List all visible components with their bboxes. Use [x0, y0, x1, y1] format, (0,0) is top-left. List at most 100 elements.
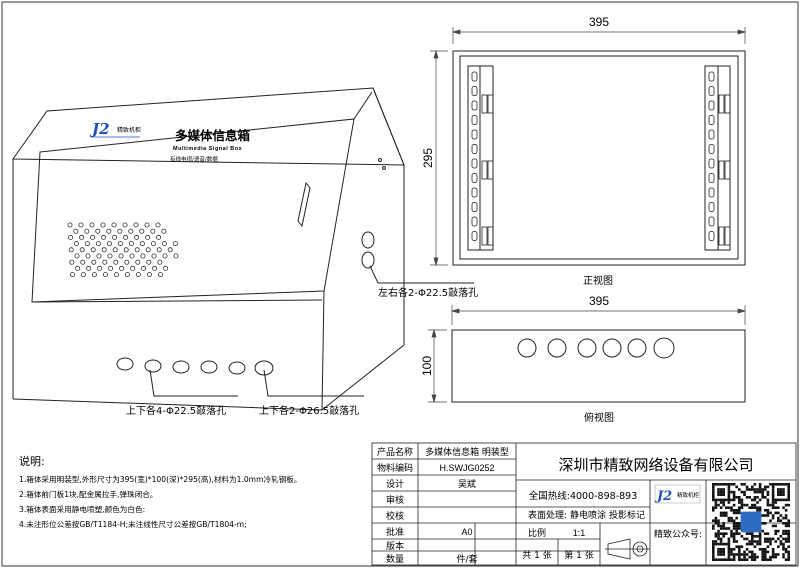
tb-scale-label: 比例: [528, 527, 546, 539]
bracket-cutout: [718, 226, 725, 246]
vent-hole: [123, 234, 129, 240]
vent-hole: [78, 222, 84, 228]
vent-hole-grid: [67, 222, 179, 278]
box-logo-text: 精致机柜: [117, 126, 141, 134]
vent-hole: [133, 222, 139, 228]
front-height-value: 295: [421, 148, 435, 168]
bracket-cutout: [724, 160, 731, 180]
vent-hole: [119, 265, 125, 271]
vent-hole: [122, 222, 128, 228]
vent-hole: [113, 259, 119, 265]
leader-bottom-small: [149, 369, 238, 397]
projection-symbol-icon: [605, 538, 650, 560]
vent-hole: [161, 228, 167, 234]
vent-hole: [100, 222, 106, 228]
tb-material-code-label: 物料编码: [377, 462, 413, 474]
vent-hole: [156, 234, 162, 240]
bracket-slot: [471, 202, 478, 212]
vent-hole: [130, 265, 136, 271]
bottom-hole-1: [116, 357, 134, 371]
bottom-hole-3: [172, 360, 190, 374]
vent-hole: [68, 247, 74, 253]
bracket-slot: [708, 144, 715, 154]
vent-hole: [134, 234, 140, 240]
tb-hotline: 全国热线:4000-898-893: [529, 490, 638, 502]
bracket-slot: [471, 86, 478, 96]
bracket-slot: [471, 71, 478, 82]
vent-hole: [163, 265, 169, 271]
vent-hole: [91, 272, 97, 278]
vent-hole: [173, 253, 179, 259]
bracket-cutout: [487, 160, 494, 180]
tb-projection-label: 投影标记: [609, 509, 645, 521]
vent-hole: [113, 272, 119, 278]
side-hole-1: [361, 231, 375, 249]
leader-side-holes: [369, 265, 474, 284]
bracket-cutout: [481, 94, 488, 114]
bracket-slot: [708, 100, 715, 111]
vent-hole: [84, 228, 90, 234]
top-hole-1: [517, 338, 537, 358]
notes-heading: 说明:: [19, 454, 45, 468]
vent-hole: [85, 253, 91, 259]
product-tagline: 有线电视/语音/数据: [170, 155, 218, 163]
vent-hole: [69, 259, 75, 265]
front-height-dimension: [430, 49, 448, 267]
bracket-slot: [471, 115, 478, 125]
vent-hole: [135, 259, 141, 265]
bracket-cutout: [481, 160, 488, 180]
vent-hole: [79, 247, 85, 253]
vent-hole: [97, 265, 103, 271]
vent-hole: [75, 265, 81, 271]
bracket-slot: [708, 187, 715, 198]
note-item-1: 1.箱体采用明装型,外形尺寸为395(宽)*100(深)*295(高),材料为1…: [19, 474, 301, 484]
vent-hole: [155, 222, 161, 228]
front-view: [452, 50, 746, 266]
box-top-face: [12, 87, 405, 166]
note-item-2: 2.箱体前门板1块,配金属拉手,弹珠闭合。: [19, 489, 157, 499]
vent-hole: [146, 272, 152, 278]
vent-hole: [90, 234, 96, 240]
tb-approve-label: 批准: [386, 526, 404, 538]
bracket-slot: [708, 231, 715, 241]
title-block-logo: J2 精致机柜: [654, 484, 701, 504]
side-hole-2: [361, 251, 375, 269]
vent-hole: [172, 241, 178, 247]
door-handle: [297, 181, 311, 228]
vent-hole: [102, 259, 108, 265]
vent-hole: [167, 247, 173, 253]
box-logo-mark: J2: [89, 120, 110, 138]
vent-hole: [134, 247, 140, 253]
bottom-hole-4: [200, 360, 218, 374]
product-subtitle: Multimedia Signal Box: [173, 146, 243, 152]
vent-hole: [124, 272, 130, 278]
vent-hole: [68, 234, 74, 240]
vent-hole: [150, 228, 156, 234]
top-width-dimension: [450, 305, 747, 325]
vent-hole: [117, 241, 123, 247]
vent-hole: [128, 228, 134, 234]
top-hole-3: [577, 338, 597, 358]
vent-hole: [91, 259, 97, 265]
leader-bottom-large: [263, 369, 364, 397]
vent-hole: [111, 222, 117, 228]
top-hole-6: [653, 337, 675, 359]
bracket-slot: [708, 129, 715, 140]
vent-hole: [150, 241, 156, 247]
vent-hole: [123, 247, 129, 253]
bracket-cutout: [724, 94, 731, 114]
bracket-slot: [708, 216, 715, 227]
bracket-slot: [708, 158, 715, 169]
vent-hole: [106, 228, 112, 234]
vent-hole: [89, 222, 95, 228]
vent-hole: [112, 234, 118, 240]
top-depth-dimension: [428, 328, 447, 404]
bracket-slots: [471, 71, 731, 246]
vent-hole: [145, 247, 151, 253]
vent-hole: [157, 272, 163, 278]
vent-hole: [79, 234, 85, 240]
vent-hole: [73, 241, 79, 247]
tb-version-label: 版本: [386, 540, 404, 552]
bracket-slot: [471, 144, 478, 154]
